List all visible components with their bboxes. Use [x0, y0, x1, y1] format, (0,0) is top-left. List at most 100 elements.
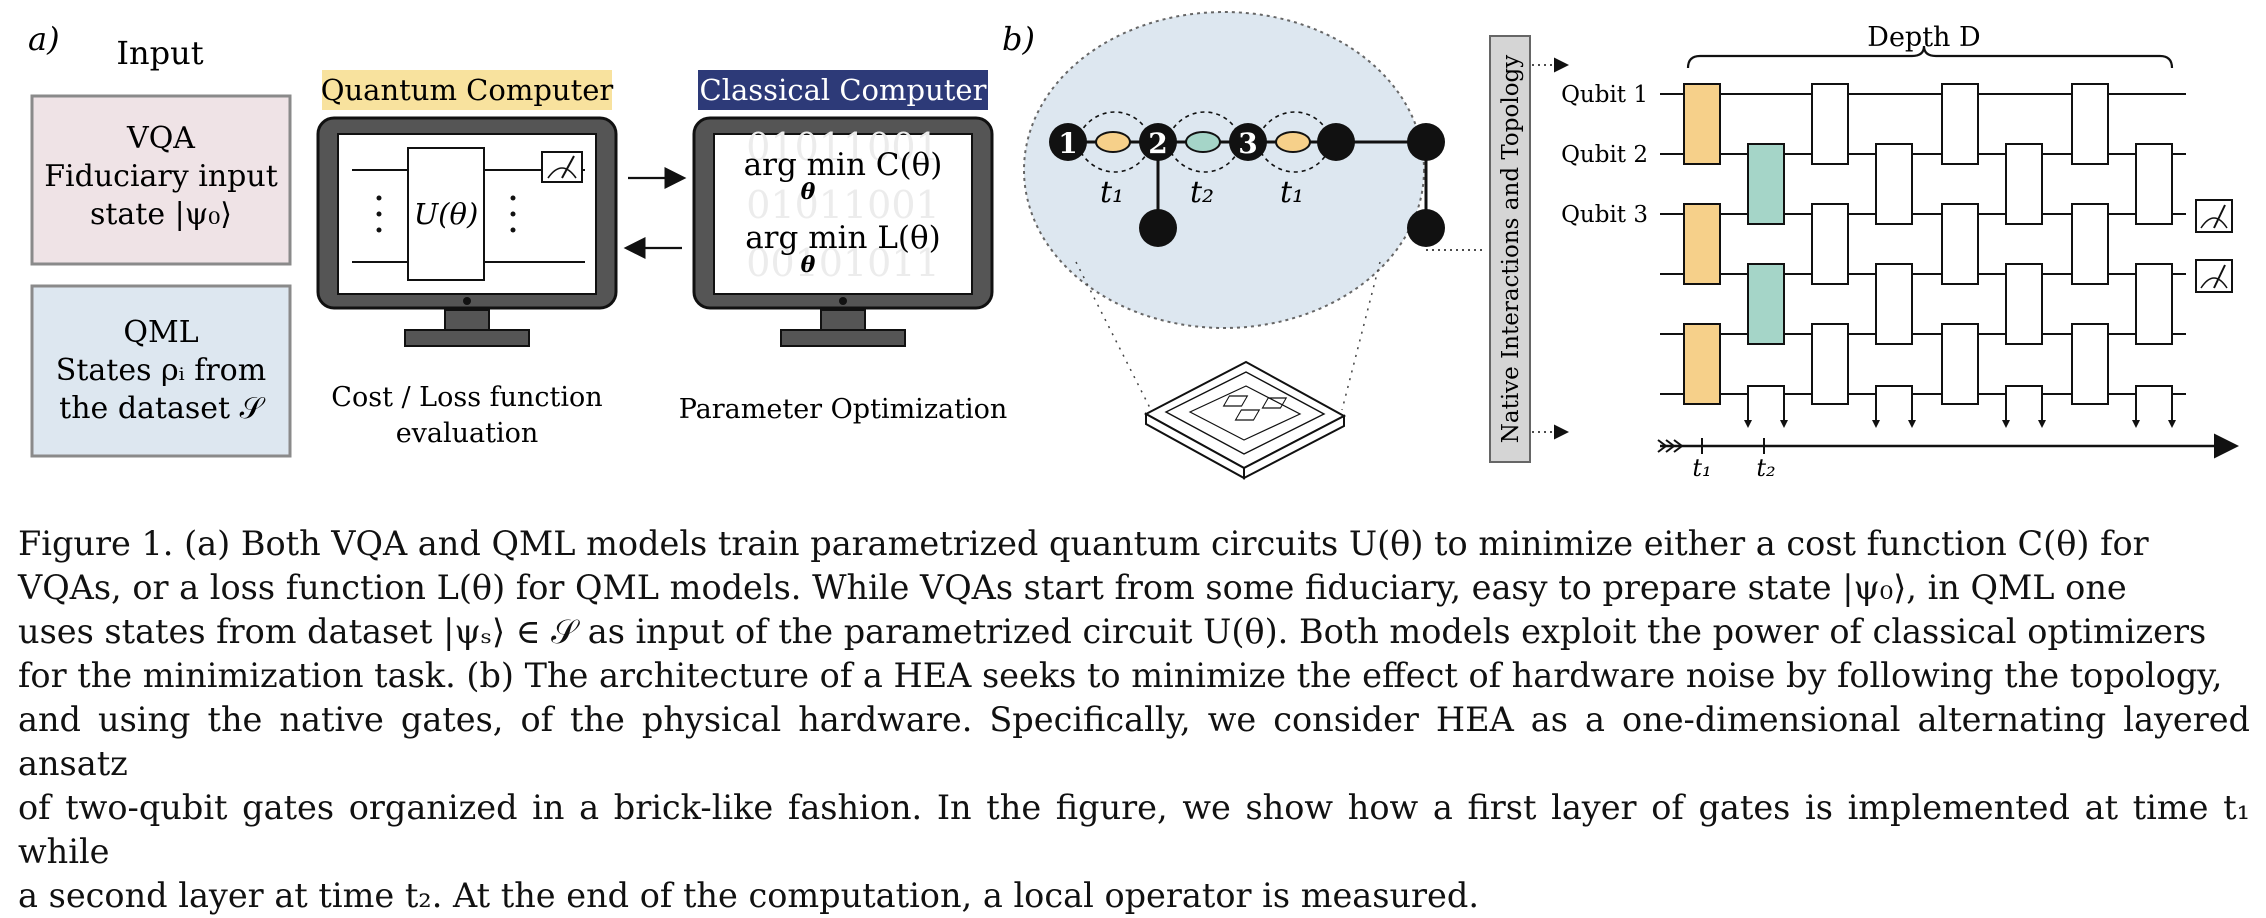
argmin-cost-subscript: θ [801, 179, 816, 205]
quantum-header [322, 70, 612, 110]
qubit-node-6 [1139, 209, 1177, 247]
gate-layer-a-3-2 [2071, 203, 2109, 285]
qubit-label-3: Qubit 3 [1561, 202, 1648, 228]
gate-layer-a-1-0 [1811, 83, 1849, 165]
coupler-t1-right [1275, 131, 1311, 153]
axis-tick-t2: t₂ [1756, 454, 1775, 480]
measurement-icon-2 [2195, 259, 2233, 293]
gate-layer-b-1-3 [1875, 263, 1913, 345]
bottom-gate-1 [1875, 385, 1913, 406]
gate-layer-a-2-4 [1941, 323, 1979, 405]
vqa-line-3: state |ψ₀⟩ [90, 197, 232, 232]
binary-row-2: 01011001 [746, 183, 939, 227]
time-label-t1-left: t₁ [1100, 175, 1124, 210]
qml-line-3: the dataset 𝒮 [59, 391, 265, 426]
bottom-gate-arrow-2-0 [2002, 420, 2010, 428]
qubit-node-5 [1407, 123, 1445, 161]
qubit-label-1: Qubit 1 [1561, 82, 1648, 108]
bottom-gate-arrow-2-1 [2038, 420, 2046, 428]
qubit-node-4 [1317, 123, 1355, 161]
caption-line-6: of two-qubit gates organized in a brick-… [18, 788, 2250, 871]
quantum-title: Quantum Computer [321, 73, 614, 107]
gate-layer-b-3-1 [2135, 143, 2173, 225]
unitary-label: U(θ) [414, 197, 479, 231]
qubit-node-3 [1229, 123, 1267, 161]
qubit-node-2 [1139, 123, 1177, 161]
input-title: Input [116, 34, 203, 72]
topology-zoom: 1 2 3 t₁ t₂ t₁ [1023, 11, 1445, 480]
gate-layer-a-1-2 [1811, 203, 1849, 285]
node-label-2: 2 [1148, 127, 1167, 160]
qubit-node-1 [1049, 123, 1087, 161]
time-label-t2: t₂ [1190, 175, 1214, 210]
quantum-computer-monitor: Quantum Computer U(θ) [316, 70, 618, 347]
chip-icon [1143, 360, 1347, 480]
topology-ellipse [1023, 11, 1425, 329]
panel-b: b) [1002, 11, 2239, 480]
panel-a-label: a) [28, 20, 60, 58]
classical-title: Classical Computer [700, 73, 987, 107]
node-label-1: 1 [1058, 127, 1077, 160]
classical-header [698, 70, 988, 110]
argmin-loss: arg min L(θ) [745, 220, 941, 256]
bottom-gate-arrow-3-0 [2132, 420, 2140, 428]
hea-circuit [1660, 83, 2186, 428]
node-label-3: 3 [1238, 127, 1257, 160]
coupler-t2 [1185, 131, 1221, 153]
time-label-t1-right: t₁ [1280, 175, 1304, 210]
optimization-label: Parameter Optimization [679, 394, 1008, 425]
gate-layer-b-0-1 [1747, 143, 1785, 225]
bottom-gate-arrow-1-0 [1872, 420, 1880, 428]
qml-line-2: States ρᵢ from [56, 353, 266, 388]
measurement-icon-1 [2195, 199, 2233, 233]
argmin-cost: arg min C(θ) [744, 147, 943, 183]
gate-layer-b-0-3 [1747, 263, 1785, 345]
vqa-input-box [30, 94, 292, 266]
gate-layer-a-0-4 [1683, 323, 1721, 405]
gate-layer-b-1-1 [1875, 143, 1913, 225]
cost-label-1: Cost / Loss function [331, 382, 602, 413]
caption-line-5: and using the native gates, of the physi… [18, 700, 2250, 783]
caption-line-1: Figure 1. (a) Both VQA and QML models tr… [18, 524, 2149, 563]
caption-line-3: uses states from dataset |ψₛ⟩ ∈ 𝒮 as inp… [18, 612, 2207, 651]
gate-layer-a-0-2 [1683, 203, 1721, 285]
bottom-gate-arrow-0-0 [1744, 420, 1752, 428]
qubit-label-2: Qubit 2 [1561, 142, 1648, 168]
bottom-gate-arrow-0-1 [1780, 420, 1788, 428]
gate-layer-a-0-0 [1683, 83, 1721, 165]
caption-line-2: VQAs, or a loss function L(θ) for QML mo… [18, 568, 2127, 607]
unitary-gate [407, 147, 485, 281]
measurement-icon [541, 151, 583, 183]
bottom-gate-2 [2005, 385, 2043, 406]
binary-row-1: 01011001 [746, 125, 939, 169]
figure-caption: Figure 1. (a) Both VQA and QML models tr… [18, 522, 2250, 918]
native-interactions-label: Native Interactions and Topology [1498, 55, 1524, 444]
figure-1: a) Input VQA Fiduciary input state |ψ₀⟩ … [28, 11, 2239, 480]
qubit-node-7 [1407, 209, 1445, 247]
gate-layer-a-3-4 [2071, 323, 2109, 405]
coupler-t1-left [1095, 131, 1131, 153]
panel-a: a) Input VQA Fiduciary input state |ψ₀⟩ … [28, 20, 1008, 458]
gate-layer-a-2-0 [1941, 83, 1979, 165]
panel-b-label: b) [1002, 20, 1035, 58]
gate-layer-b-2-3 [2005, 263, 2043, 345]
gate-layer-a-1-4 [1811, 323, 1849, 405]
bottom-gate-3 [2135, 385, 2173, 406]
depth-brace [1686, 45, 2174, 69]
classical-computer-monitor: Classical Computer 01011001 01011001 001… [692, 70, 994, 347]
vqa-line-2: Fiduciary input [44, 159, 278, 194]
qml-line-1: QML [123, 315, 198, 350]
bottom-gate-arrow-1-1 [1908, 420, 1916, 428]
gate-layer-b-2-1 [2005, 143, 2043, 225]
cost-label-2: evaluation [396, 418, 539, 449]
caption-line-7: a second layer at time t₂. At the end of… [18, 876, 1479, 915]
argmin-loss-subscript: θ [801, 252, 816, 278]
caption-line-4: for the minimization task. (b) The archi… [18, 656, 2223, 695]
vqa-line-1: VQA [126, 121, 195, 156]
qml-input-box [30, 284, 292, 458]
gate-layer-a-2-2 [1941, 203, 1979, 285]
bottom-gate-0 [1747, 385, 1785, 406]
axis-tick-t1: t₁ [1692, 454, 1711, 480]
native-interactions-box [1489, 35, 1531, 463]
gate-layer-b-3-3 [2135, 263, 2173, 345]
